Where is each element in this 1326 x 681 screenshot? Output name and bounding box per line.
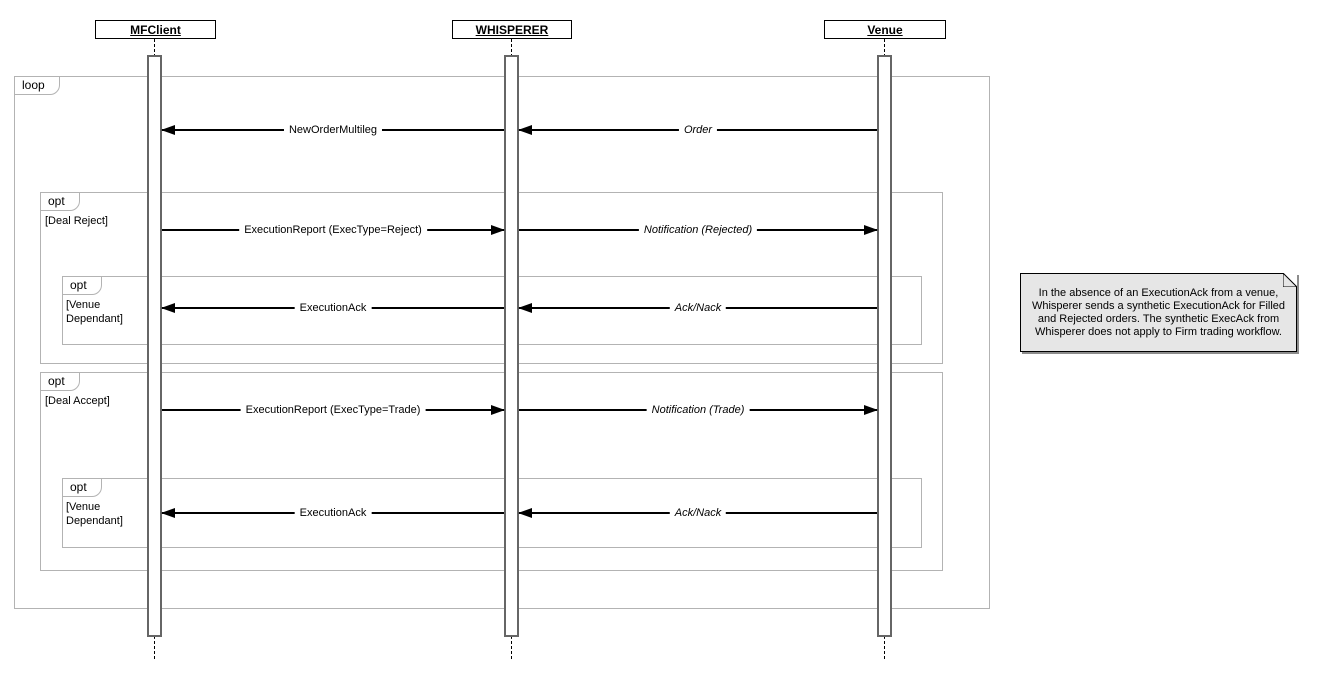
arrowhead-right-icon (864, 405, 878, 415)
message-label: ExecutionReport (ExecType=Reject) (239, 223, 427, 237)
message-order: Order (518, 123, 877, 137)
message-execution-ack-2: ExecutionAck (161, 506, 504, 520)
message-label: ExecutionReport (ExecType=Trade) (240, 403, 426, 417)
arrowhead-left-icon (161, 125, 175, 135)
fragment-opt-deal-accept-operator: opt (40, 372, 80, 391)
actor-venue-label: Venue (867, 22, 903, 37)
arrowhead-left-icon (518, 303, 532, 313)
arrowhead-right-icon (864, 225, 878, 235)
message-label: ExecutionAck (294, 506, 372, 520)
actor-venue: Venue (824, 20, 946, 39)
message-ack-nack-2: Ack/Nack (518, 506, 877, 520)
fragment-opt-venue-dependant-2: opt [Venue Dependant] (62, 478, 922, 548)
message-notification-trade: Notification (Trade) (519, 403, 878, 417)
fragment-opt-deal-accept: opt [Deal Accept] opt [Venue Dependant] (40, 372, 943, 571)
activation-venue (877, 55, 892, 637)
message-label: NewOrderMultileg (283, 123, 383, 137)
guard-venue-dependant-2: [Venue Dependant] (66, 501, 123, 527)
arrowhead-left-icon (161, 303, 175, 313)
note-synthetic-execack: In the absence of an ExecutionAck from a… (1020, 271, 1299, 352)
actor-mfclient: MFClient (95, 20, 216, 39)
message-label: Notification (Rejected) (638, 223, 758, 237)
activation-mfclient (147, 55, 162, 637)
arrowhead-left-icon (518, 508, 532, 518)
fragment-opt-venue-dependant-1: opt [Venue Dependant] (62, 276, 922, 345)
activation-whisperer (504, 55, 519, 637)
message-execution-report-trade: ExecutionReport (ExecType=Trade) (162, 403, 505, 417)
message-label: ExecutionAck (294, 301, 372, 315)
note-folded-corner-icon (1282, 271, 1299, 288)
actor-mfclient-label: MFClient (130, 22, 181, 37)
fragment-loop-operator: loop (14, 76, 60, 95)
actor-whisperer-label: WHISPERER (475, 22, 549, 37)
actor-whisperer: WHISPERER (452, 20, 572, 39)
note-text: In the absence of an ExecutionAck from a… (1031, 286, 1286, 338)
guard-deal-accept: [Deal Accept] (45, 395, 110, 407)
fragment-opt-deal-reject-operator: opt (40, 192, 80, 211)
fragment-opt-deal-reject: opt [Deal Reject] opt [Venue Dependant] (40, 192, 943, 364)
fragment-opt-venue-dependant-2-operator: opt (62, 478, 102, 497)
message-label: Notification (Trade) (646, 403, 750, 417)
message-execution-ack-1: ExecutionAck (161, 301, 504, 315)
arrowhead-right-icon (491, 405, 505, 415)
message-label: Ack/Nack (669, 301, 727, 315)
guard-venue-dependant-1: [Venue Dependant] (66, 299, 123, 325)
arrowhead-left-icon (161, 508, 175, 518)
arrowhead-left-icon (518, 125, 532, 135)
fragment-opt-venue-dependant-1-operator: opt (62, 276, 102, 295)
message-label: Ack/Nack (669, 506, 727, 520)
message-execution-report-reject: ExecutionReport (ExecType=Reject) (162, 223, 505, 237)
fragment-loop: loop (14, 76, 990, 609)
message-notification-rejected: Notification (Rejected) (519, 223, 878, 237)
arrowhead-right-icon (491, 225, 505, 235)
message-label: Order (678, 123, 718, 137)
message-ack-nack-1: Ack/Nack (518, 301, 877, 315)
guard-deal-reject: [Deal Reject] (45, 215, 108, 227)
message-new-order-multileg: NewOrderMultileg (161, 123, 504, 137)
